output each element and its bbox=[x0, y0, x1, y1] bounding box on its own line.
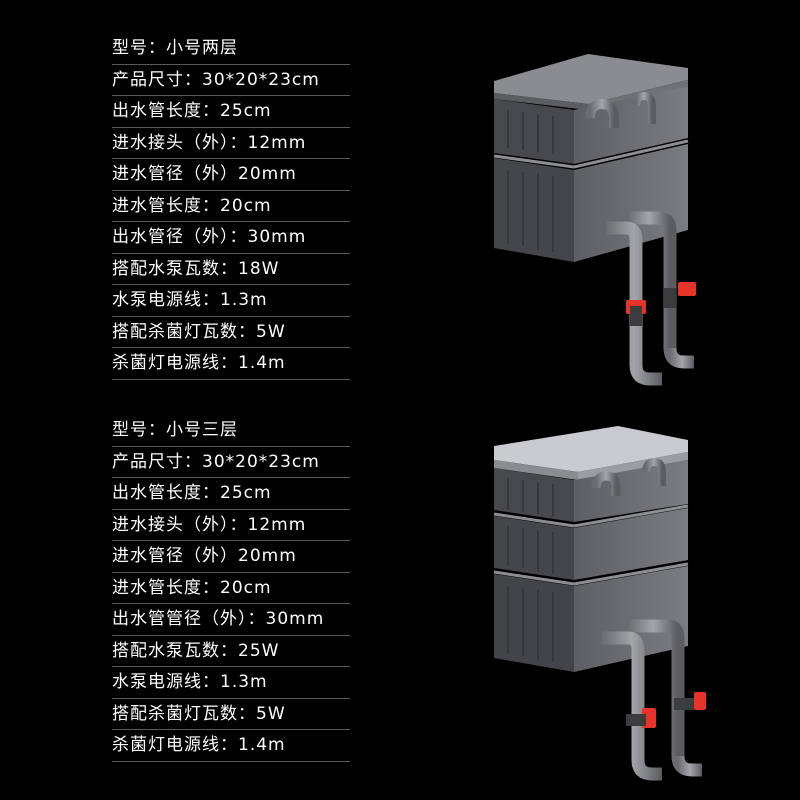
spec-uv-wattage: 搭配杀菌灯瓦数：5W bbox=[112, 318, 350, 348]
spec-pump-cable: 水泵电源线：1.3m bbox=[112, 668, 350, 699]
spec-list-two-layer: 型号：小号两层 产品尺寸：30*20*23cm 出水管长度：25cm 进水接头（… bbox=[112, 34, 350, 381]
spec-inlet-connector: 进水接头（外）：12mm bbox=[112, 129, 350, 159]
spec-inlet-diameter: 进水管径（外）20mm bbox=[112, 160, 350, 191]
spec-pump-wattage: 搭配水泵瓦数：25W bbox=[112, 637, 350, 667]
spec-model: 型号：小号三层 bbox=[112, 416, 350, 447]
spec-uv-cable: 杀菌灯电源线：1.4m bbox=[112, 349, 350, 380]
spec-inlet-diameter: 进水管径（外）20mm bbox=[112, 542, 350, 573]
spec-size: 产品尺寸：30*20*23cm bbox=[112, 448, 350, 478]
three-layer-filter-box-image bbox=[478, 426, 728, 796]
spec-model: 型号：小号两层 bbox=[112, 34, 350, 65]
spec-pump-wattage: 搭配水泵瓦数：18W bbox=[112, 255, 350, 285]
spec-pump-cable: 水泵电源线：1.3m bbox=[112, 286, 350, 317]
two-layer-filter-box-image bbox=[478, 48, 728, 398]
two-layer-filter-box-illustration bbox=[493, 54, 696, 386]
spec-outlet-diameter: 出水管径（外）：30mm bbox=[112, 223, 350, 254]
spec-uv-cable: 杀菌灯电源线：1.4m bbox=[112, 731, 350, 762]
spec-inlet-length: 进水管长度：20cm bbox=[112, 574, 350, 604]
spec-outlet-diameter: 出水管管径（外）：30mm bbox=[112, 605, 350, 636]
spec-size: 产品尺寸：30*20*23cm bbox=[112, 66, 350, 96]
spec-uv-wattage: 搭配杀菌灯瓦数：5W bbox=[112, 700, 350, 730]
spec-inlet-connector: 进水接头（外）：12mm bbox=[112, 511, 350, 541]
three-layer-filter-box-illustration bbox=[493, 426, 706, 781]
spec-outlet-length: 出水管长度：25cm bbox=[112, 479, 350, 510]
spec-outlet-length: 出水管长度：25cm bbox=[112, 97, 350, 128]
spec-list-three-layer: 型号：小号三层 产品尺寸：30*20*23cm 出水管长度：25cm 进水接头（… bbox=[112, 416, 350, 763]
spec-inlet-length: 进水管长度：20cm bbox=[112, 192, 350, 222]
